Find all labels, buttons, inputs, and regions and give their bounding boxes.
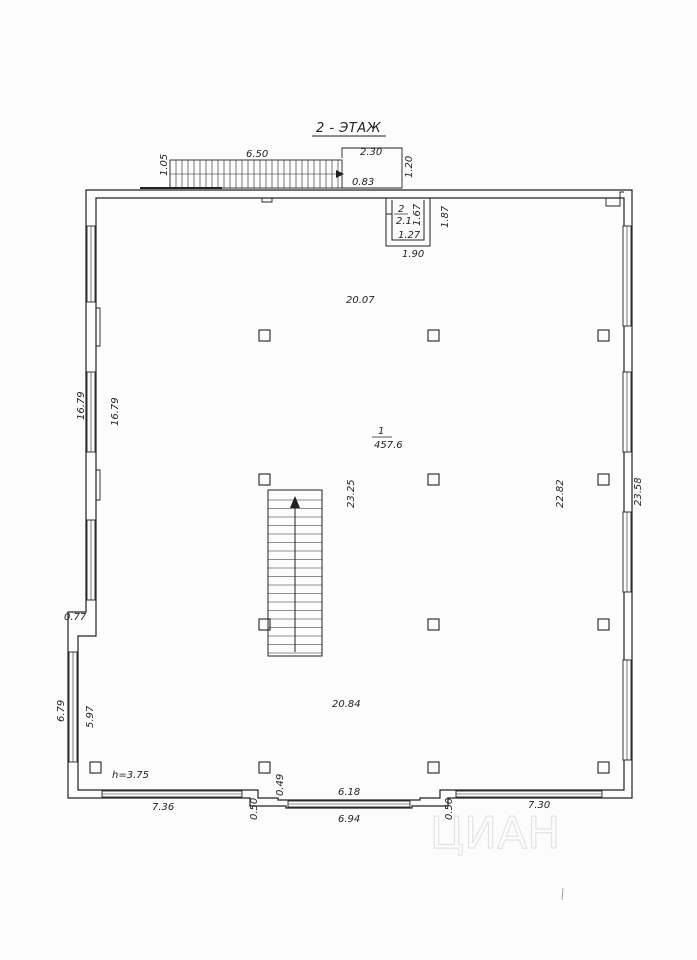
exterior-stair-treads — [175, 160, 339, 188]
interior-stair-treads — [268, 499, 322, 654]
columns — [89, 329, 610, 774]
dim-center-vertical: 23.25 — [346, 479, 357, 508]
scan-mark — [561, 887, 564, 901]
windows — [68, 225, 632, 808]
small-room — [385, 198, 431, 247]
dim-left-lower-inner: 5.97 — [85, 705, 96, 728]
dim-top-inner: 20.07 — [346, 295, 375, 306]
dim-notch: 0.77 — [64, 612, 87, 623]
dim-stair-length: 6.50 — [246, 149, 268, 160]
dim-small-room-side: 1.67 — [412, 203, 423, 226]
dim-pier-right: 0.50 — [444, 798, 455, 820]
dim-left-upper-inner: 16.79 — [110, 397, 121, 426]
dim-stair-width: 1.05 — [159, 154, 170, 176]
dim-landing-depth: 1.20 — [404, 156, 415, 178]
dim-bottom-mid-inner: 6.18 — [338, 787, 360, 798]
wall-niches — [96, 191, 624, 501]
dim-small-room-right: 1.87 — [440, 205, 451, 228]
stair-arrow — [290, 496, 300, 508]
dim-bottom-right: 7.30 — [528, 800, 550, 811]
dim-left-upper-outer: 16.79 — [76, 391, 87, 420]
dim-bottom-left: 7.36 — [152, 802, 174, 813]
dim-bottom-mid-outer: 6.94 — [338, 814, 360, 825]
dim-small-room-outer: 1.90 — [402, 249, 424, 260]
room-1-area: 457.6 — [374, 440, 403, 451]
interior-stair — [267, 489, 323, 657]
ceiling-height: h=3.75 — [112, 770, 149, 781]
dim-landing-inner: 0.83 — [352, 177, 374, 188]
dim-landing-width: 2.30 — [360, 147, 382, 158]
room-2-area: 2.1 — [396, 216, 412, 227]
outer-walls — [67, 189, 633, 809]
dim-pier-left-a: 0.50 — [249, 798, 260, 820]
dim-small-room-bottom: 1.27 — [398, 230, 421, 241]
watermark: ЦИАН — [430, 808, 560, 859]
dim-bottom-inner: 20.84 — [332, 699, 361, 710]
window-glazing — [72, 226, 628, 805]
dim-right-inner: 22.82 — [555, 479, 566, 508]
room-2-number: 2 — [398, 204, 404, 215]
dim-right-outer: 23.58 — [633, 477, 644, 506]
room-1-number: 1 — [378, 426, 384, 437]
dim-pier-left-b: 0.49 — [275, 774, 286, 796]
plan-title: 2 - ЭТАЖ — [316, 121, 382, 136]
dim-left-lower-outer: 6.79 — [56, 700, 67, 722]
